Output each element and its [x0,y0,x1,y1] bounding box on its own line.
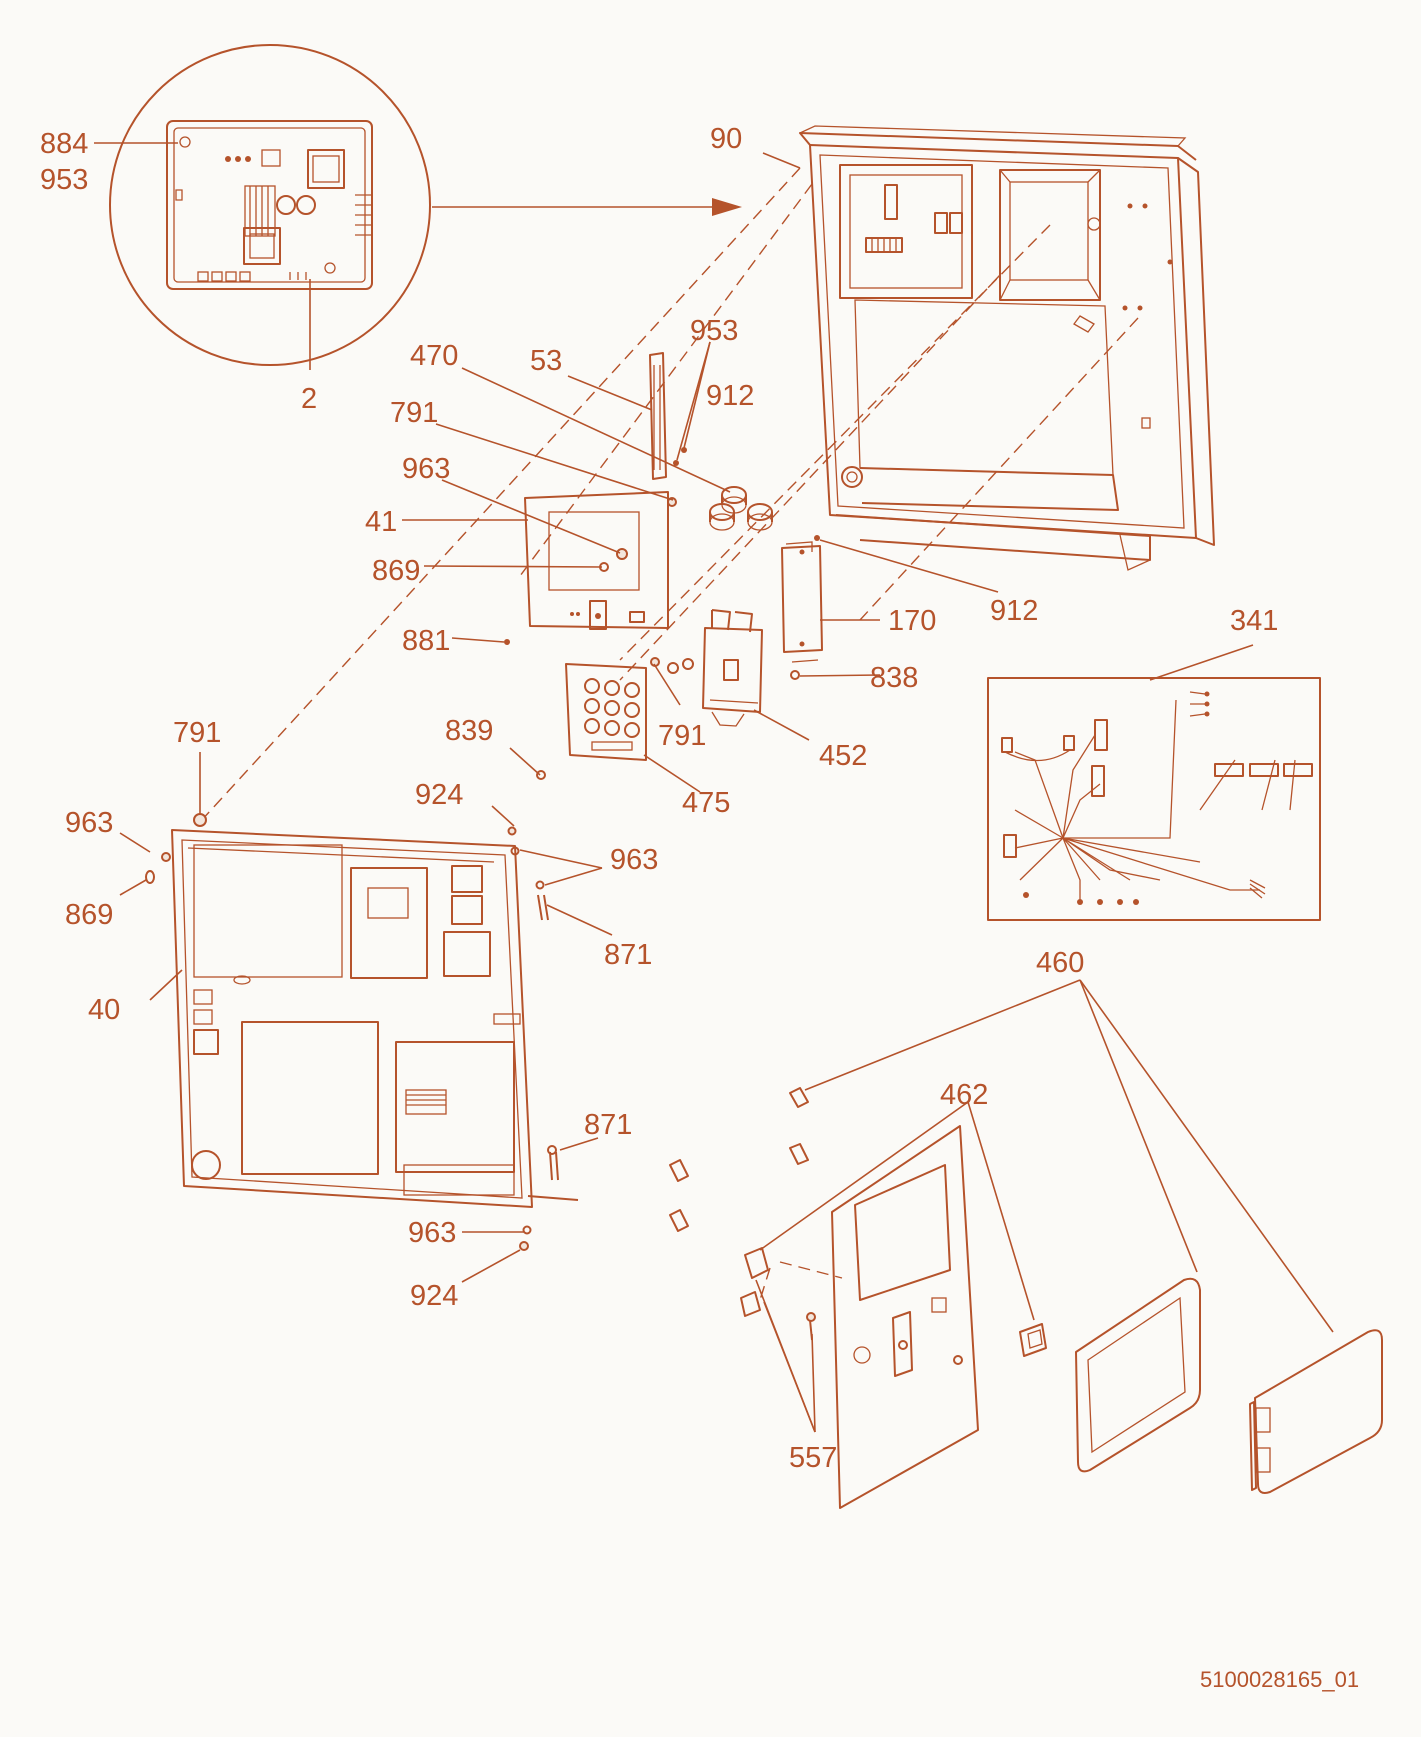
callout-963-left: 963 [65,807,113,839]
callout-452: 452 [819,740,867,772]
callout-839: 839 [445,715,493,747]
callout-963-top: 963 [402,453,450,485]
callout-462: 462 [940,1079,988,1111]
mounting-bracket [781,535,823,680]
callout-460: 460 [1036,947,1084,979]
clips-and-switch [669,1087,1047,1357]
callout-791-left: 791 [173,717,221,749]
assembly-lines [199,167,1139,1301]
ferrite-rings [709,486,773,531]
callout-791-mid: 791 [658,720,706,752]
callout-869-top: 869 [372,555,420,587]
detail-circle-pcb [109,44,431,366]
callout-912-top: 912 [706,380,754,412]
callout-924-top: 924 [415,779,463,811]
callout-953: 953 [690,315,738,347]
callout-912-right: 912 [990,595,1038,627]
terminal-block [536,657,694,780]
callout-791-top: 791 [390,397,438,429]
callout-963-bottom: 963 [408,1217,456,1249]
callout-871-top: 871 [604,939,652,971]
callout-884: 884 [40,128,88,160]
fasteners-left [145,813,559,1251]
callout-labels: 884 953 2 90 470 53 953 912 791 963 41 8… [40,123,1278,1474]
callout-90: 90 [710,123,742,155]
callout-341: 341 [1230,605,1278,637]
callout-557: 557 [789,1442,837,1474]
callout-881: 881 [402,625,450,657]
callout-838: 838 [870,662,918,694]
callout-53: 53 [530,345,562,377]
display-bezel [1075,1277,1201,1473]
callout-963-right: 963 [610,844,658,876]
callout-924-bottom: 924 [410,1280,458,1312]
callout-2: 2 [301,383,317,415]
display-module [1249,1329,1383,1494]
callout-869-left: 869 [65,899,113,931]
callout-170: 170 [888,605,936,637]
callout-41: 41 [365,506,397,538]
cable-harness [987,677,1321,921]
mounting-plate [504,491,677,645]
terminal-strip [649,352,687,480]
callout-953-detail: 953 [40,164,88,196]
front-panel [171,829,579,1208]
housing-frame [799,125,1215,571]
callout-475: 475 [682,787,730,819]
display-front-frame [806,1125,979,1509]
leader-lines [94,142,1334,1433]
callout-40: 40 [88,994,120,1026]
document-id: 5100028165_01 [1200,1667,1359,1692]
circuit-breaker [702,609,763,727]
callout-871-bottom: 871 [584,1109,632,1141]
callout-470: 470 [410,340,458,372]
detail-arrow-head [712,198,742,216]
